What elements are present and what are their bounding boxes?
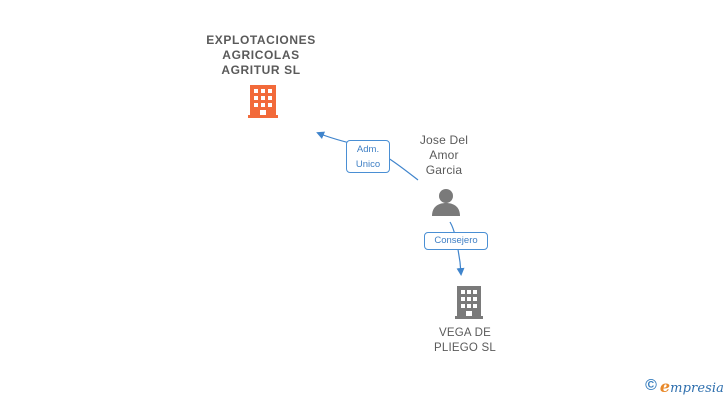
person-name-line: Jose Del bbox=[419, 133, 469, 147]
copyright-icon: © bbox=[645, 377, 657, 394]
company-name-line: VEGA DE bbox=[439, 327, 491, 339]
brand-logo: empresia bbox=[660, 377, 724, 396]
brand-logo-rest: mpresia bbox=[670, 380, 724, 396]
company-name-label[interactable]: VEGA DE PLIEGO SL bbox=[410, 326, 520, 356]
brand-logo-initial: e bbox=[659, 376, 671, 396]
edge-label-consejero: Consejero bbox=[424, 232, 488, 250]
building-icon[interactable] bbox=[248, 85, 278, 118]
edge-label-line: Consejero bbox=[434, 235, 478, 246]
person-icon[interactable] bbox=[432, 189, 460, 216]
person-name-line: Amor bbox=[429, 148, 459, 162]
person-name-line: Garcia bbox=[425, 163, 463, 177]
edge-label-line: Adm. bbox=[356, 144, 380, 155]
company-name-line: EXPLOTACIONES bbox=[206, 33, 316, 47]
company-name-label[interactable]: EXPLOTACIONES AGRICOLAS AGRITUR SL bbox=[180, 33, 342, 78]
person-name-label[interactable]: Jose Del Amor Garcia bbox=[400, 133, 488, 178]
company-name-line: AGRITUR SL bbox=[221, 63, 301, 77]
edge-label-adm-unico: Adm. Unico bbox=[346, 140, 390, 173]
edge-label-line: Unico bbox=[355, 159, 381, 170]
building-icon[interactable] bbox=[455, 286, 483, 319]
company-name-line: AGRICOLAS bbox=[222, 48, 300, 62]
empresia-watermark[interactable]: © empresia bbox=[645, 377, 724, 396]
company-name-line: PLIEGO SL bbox=[434, 342, 496, 354]
